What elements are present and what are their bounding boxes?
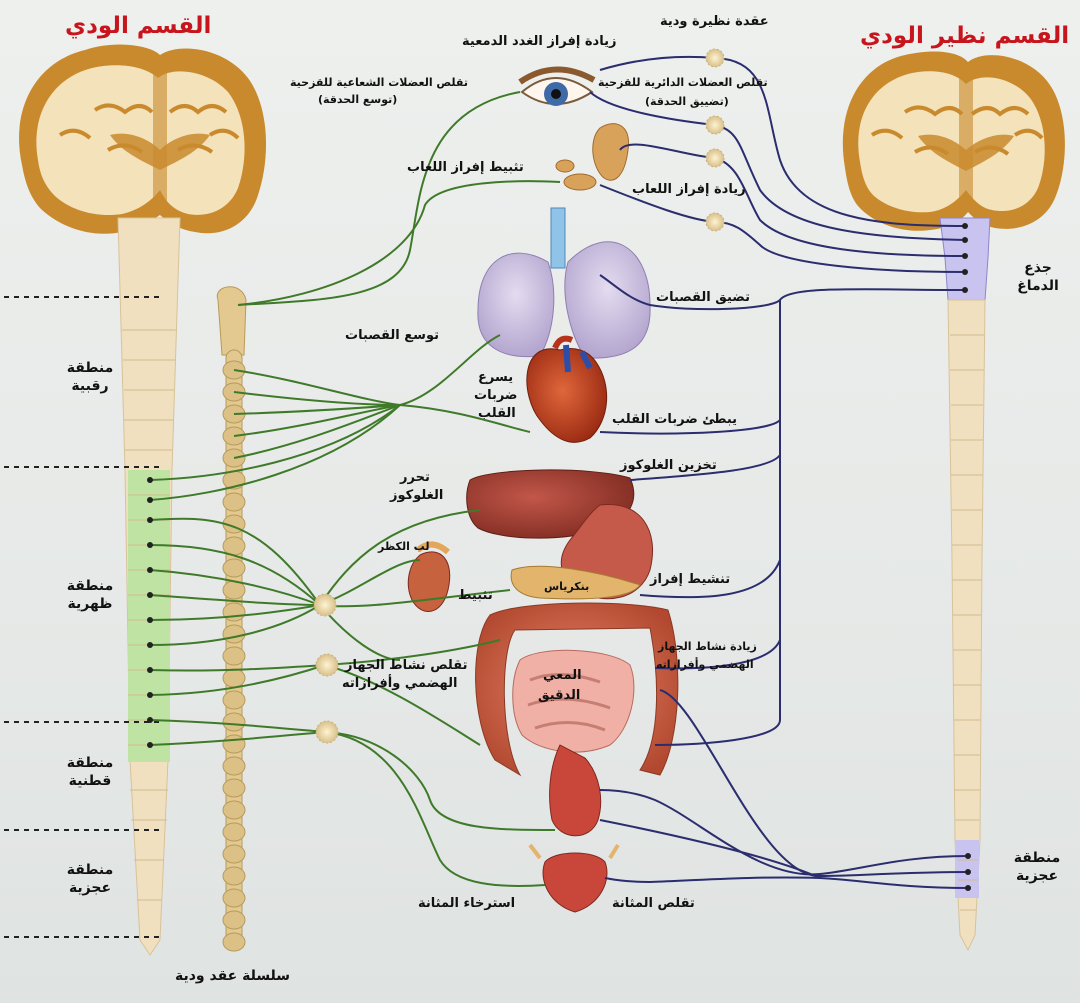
small-intestine-label-1: المعي bbox=[543, 668, 582, 684]
pancreas-activate-label: تنشيط إفراز bbox=[650, 572, 730, 588]
radial-muscles-label: تقلص العضلات الشعاعية للقزحية bbox=[290, 76, 468, 90]
salivary-glands bbox=[556, 124, 629, 190]
glucose-release-label-2: الغلوكوز bbox=[390, 488, 443, 504]
region-lumbar-label: منطقة قطنية bbox=[55, 755, 125, 790]
sympathetic-ganglia bbox=[314, 594, 338, 743]
intestines bbox=[476, 603, 678, 836]
heart-fast-label-3: القلب bbox=[478, 406, 516, 422]
digestion-decrease-label-2: الهضمي وأفرازاته bbox=[342, 676, 457, 692]
pancreas-label: بنكرياس bbox=[544, 580, 589, 594]
digestion-increase-label-2: الهضمي وأفرازاته bbox=[656, 658, 754, 672]
eye bbox=[520, 69, 594, 106]
bronchi-dilate-label: توسع القصبات bbox=[345, 328, 439, 344]
heart-slow-label: يبطئ ضربات القلب bbox=[612, 412, 737, 428]
lungs-and-trachea bbox=[478, 208, 650, 358]
region-cervical-label: منطقة رقبية bbox=[55, 360, 125, 395]
ciliary-ganglion-label: عقدة نظيرة ودية bbox=[660, 14, 769, 30]
glycogen-store-label: تخزين الغلوكوز bbox=[620, 458, 717, 474]
pupil-dilation-label: (توسع الحدقة) bbox=[318, 93, 397, 107]
small-intestine-label-2: الدقيق bbox=[538, 688, 580, 704]
bladder-contract-label: تقلص المثانة bbox=[612, 896, 695, 912]
circular-muscles-label: تقلص العضلات الدائرية للقزحية bbox=[598, 76, 768, 90]
saliva-increase-label: زيادة إفراز اللعاب bbox=[632, 182, 746, 198]
parasympathetic-title: القسم نظير الودي bbox=[860, 22, 1069, 51]
ganglion-chain-label: سلسلة عقد ودية bbox=[175, 968, 290, 986]
digestion-decrease-label-1: تقلص نشاط الجهاز bbox=[345, 658, 467, 674]
bladder bbox=[530, 845, 618, 912]
adrenal-label: لب الكظر bbox=[378, 540, 429, 554]
saliva-inhibit-label: تثبيط إفراز اللعاب bbox=[407, 160, 524, 176]
digestion-increase-label-1: زيادة نشاط الجهاز bbox=[658, 640, 757, 654]
heart-fast-label-1: يسرع bbox=[478, 370, 513, 386]
glucose-release-label-1: تحرر bbox=[400, 470, 430, 486]
region-sacral-label-right: منطقة عجزية bbox=[1002, 850, 1072, 885]
tear-increase-label: زيادة إفراز الغدد الدمعية bbox=[462, 34, 616, 50]
region-sacral-label-left: منطقة عجزية bbox=[55, 862, 125, 897]
left-brain bbox=[19, 45, 266, 234]
brainstem-label: جذع الدماغ bbox=[1008, 260, 1068, 295]
region-thoracic-label: منطقة ظهرية bbox=[55, 578, 125, 613]
heart-fast-label-2: ضربات bbox=[474, 388, 517, 404]
inhibit-label: تثبيط bbox=[458, 588, 493, 604]
bladder-relax-label: استرخاء المثانة bbox=[418, 896, 515, 912]
pupil-constriction-label: (تضييق الحدقة) bbox=[645, 95, 729, 109]
bronchi-constrict-label: تضيق القصبات bbox=[656, 290, 750, 306]
right-brain bbox=[843, 51, 1065, 230]
sympathetic-title: القسم الودي bbox=[65, 12, 211, 41]
sympathetic-ganglion-chain bbox=[217, 287, 246, 951]
